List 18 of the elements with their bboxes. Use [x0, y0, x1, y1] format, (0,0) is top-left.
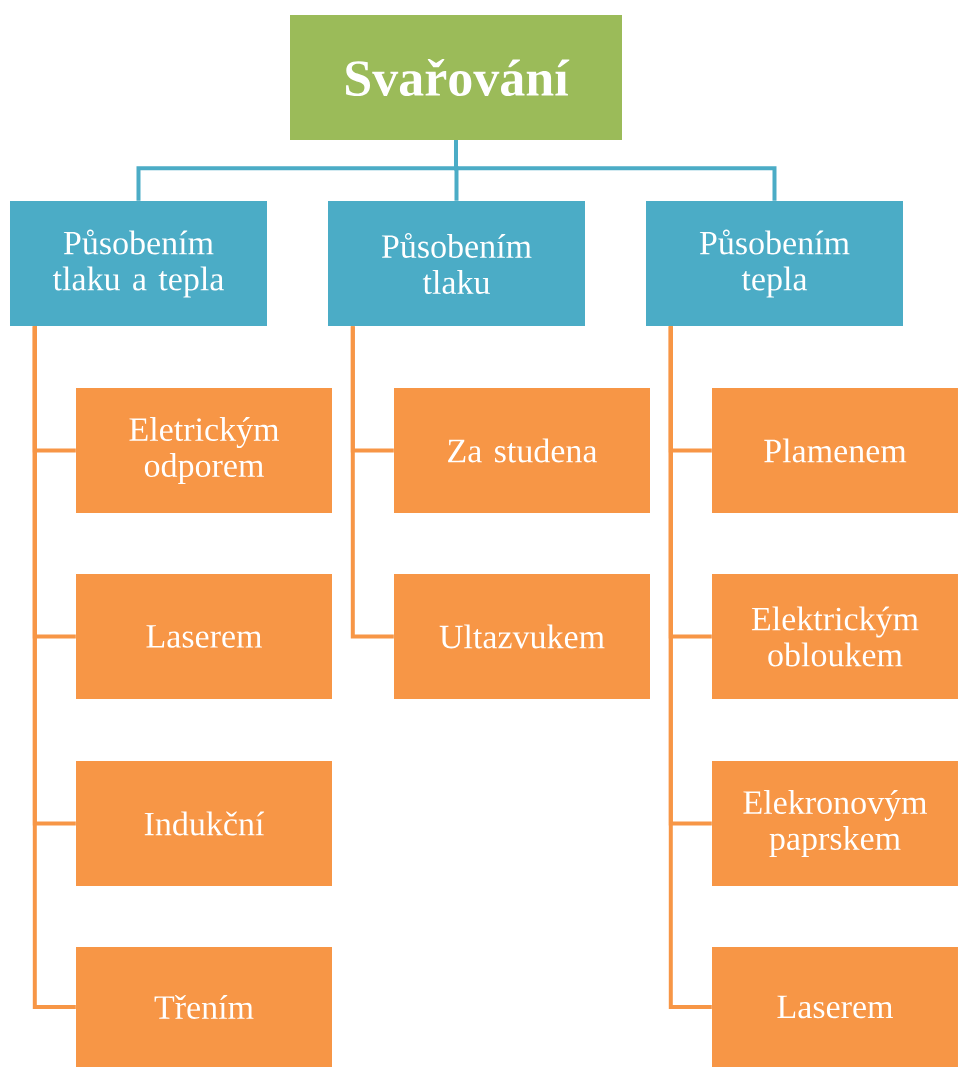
category-box: Působením tepla [646, 201, 903, 326]
connector-line [32, 326, 76, 1009]
connector-line [454, 140, 777, 201]
method-box: Laserem [712, 947, 958, 1067]
method-box: Třením [76, 947, 332, 1067]
title-box: Svařování [290, 15, 622, 140]
method-box: Ultazvukem [394, 574, 650, 699]
method-box: Elektrickým obloukem [712, 574, 958, 699]
method-box: Laserem [76, 574, 332, 699]
method-box: Za studena [394, 388, 650, 513]
category-box: Působením tlaku [328, 201, 585, 326]
method-box: Plamenem [712, 388, 958, 513]
method-box: Indukční [76, 761, 332, 886]
method-box: Elekronovým paprskem [712, 761, 958, 886]
connector-line [668, 326, 712, 1009]
method-box: Eletrickým odporem [76, 388, 332, 513]
category-box: Působením tlaku a tepla [10, 201, 267, 326]
connector-line [350, 326, 394, 639]
